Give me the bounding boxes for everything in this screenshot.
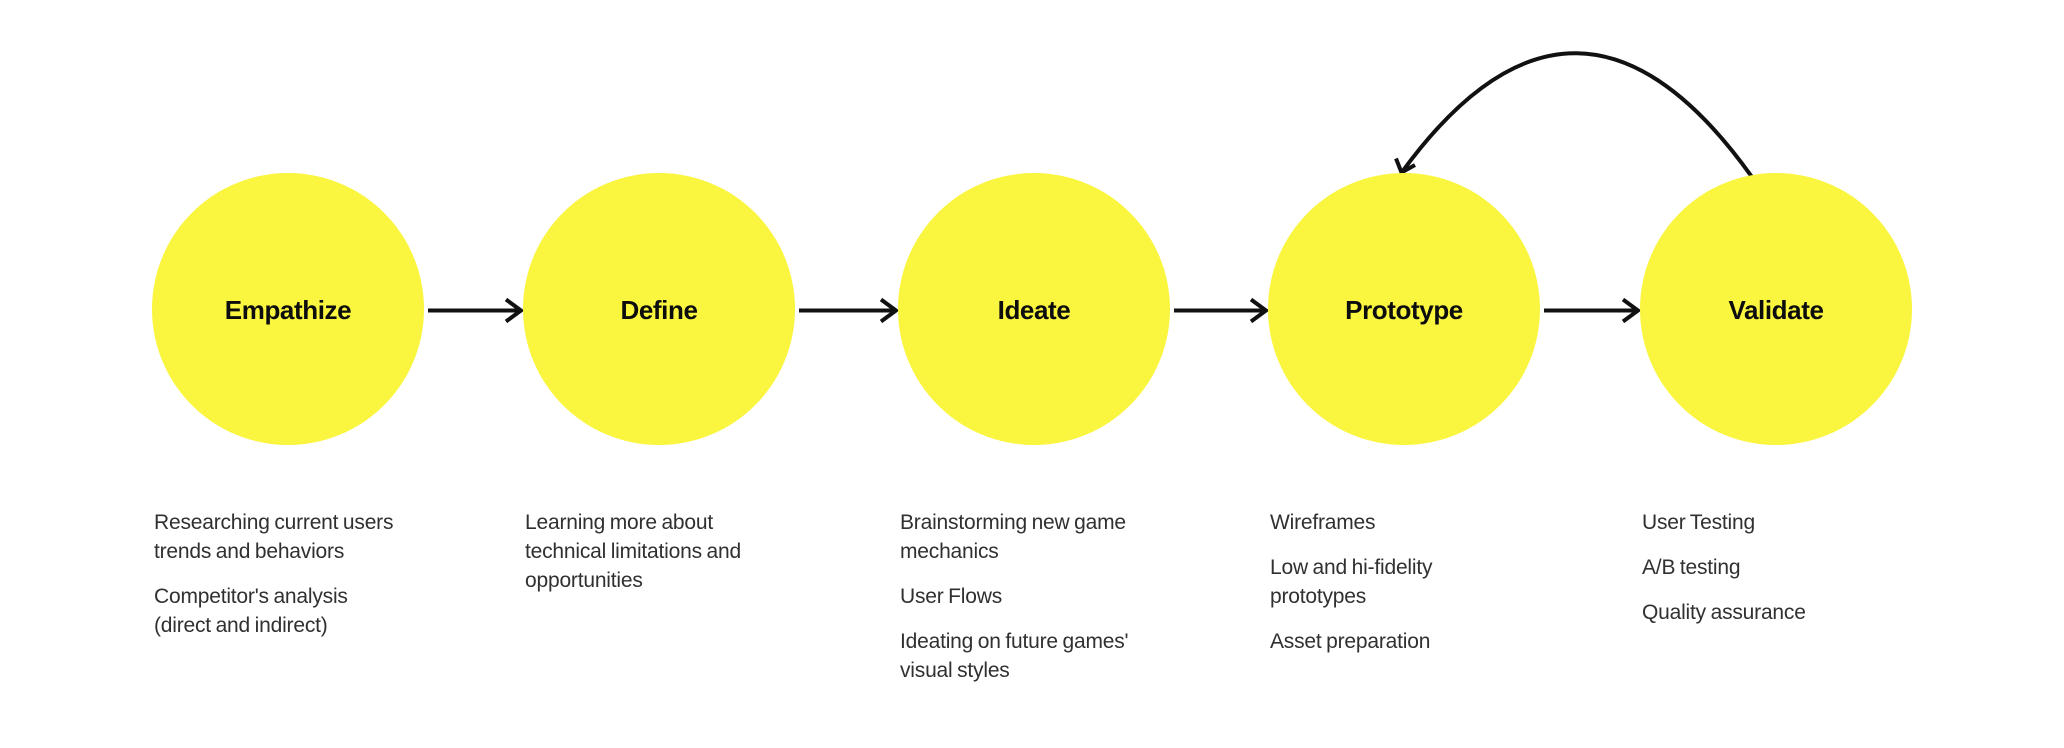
stage-label-prototype: Prototype (1345, 295, 1463, 325)
note-paragraph: Competitor's analysis (direct and indire… (154, 585, 348, 637)
arrow-validate-to-prototype-loop (1394, 51, 1754, 179)
stage-circle-define: Define (523, 173, 795, 445)
stage-label-ideate: Ideate (997, 295, 1071, 325)
stage-label-define: Define (620, 295, 698, 325)
stage-ideate: Ideate Brainstorming new game mechanics … (898, 173, 1228, 701)
stage-label-empathize: Empathize (224, 295, 352, 325)
stage-define: Define Learning more about technical lim… (523, 173, 853, 611)
stage-circle-empathize: Empathize (152, 173, 424, 445)
stage-prototype: Prototype Wireframes Low and hi-fidelity… (1268, 173, 1598, 672)
stage-circle-validate: Validate (1640, 173, 1912, 445)
stage-notes-prototype: Wireframes Low and hi-fidelity prototype… (1268, 508, 1588, 656)
note-paragraph: User Flows (900, 585, 1003, 608)
note-paragraph: A/B testing (1642, 556, 1741, 579)
note-paragraph: Low and hi-fidelity prototypes (1270, 556, 1433, 608)
note-paragraph: Brainstorming new game mechanics (900, 511, 1126, 563)
note-paragraph: Learning more about technical limitation… (525, 511, 741, 592)
note-paragraph: Researching current users trends and beh… (154, 511, 394, 563)
note-paragraph: Asset preparation (1270, 630, 1431, 653)
note-paragraph: Quality assurance (1642, 601, 1806, 624)
stage-label-validate: Validate (1728, 295, 1824, 325)
stage-empathize: Empathize Researching current users tren… (152, 173, 482, 656)
stage-circle-prototype: Prototype (1268, 173, 1540, 445)
stage-validate: Validate User Testing A/B testing Qualit… (1640, 173, 1970, 643)
stage-notes-define: Learning more about technical limitation… (523, 508, 843, 595)
stage-notes-empathize: Researching current users trends and beh… (152, 508, 472, 640)
note-paragraph: Ideating on future games' visual styles (900, 630, 1129, 682)
stage-notes-validate: User Testing A/B testing Quality assuran… (1640, 508, 1960, 627)
note-paragraph: User Testing (1642, 511, 1755, 534)
note-paragraph: Wireframes (1270, 511, 1376, 534)
stage-circle-ideate: Ideate (898, 173, 1170, 445)
stage-notes-ideate: Brainstorming new game mechanics User Fl… (898, 508, 1218, 685)
